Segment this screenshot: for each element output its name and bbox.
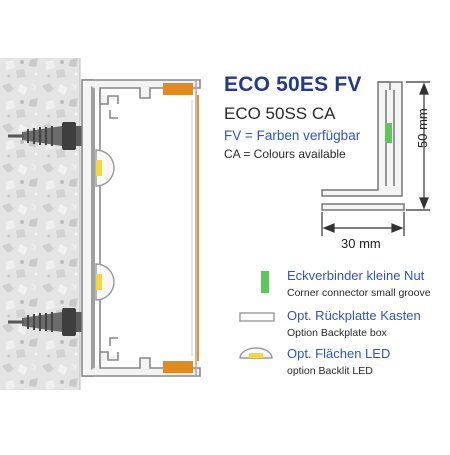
led-dome-icon — [239, 347, 273, 359]
legend-connector-subtitle: Corner connector small groove — [287, 287, 431, 299]
dimension-width-line — [321, 212, 405, 236]
corner-connector-mark — [385, 123, 392, 143]
width-dimension-label: 30 mm — [341, 236, 381, 251]
backplate-outline-icon — [239, 312, 275, 322]
led-dome-upper — [95, 149, 115, 187]
stone-wall — [0, 58, 81, 390]
insert-strip-top — [163, 83, 193, 95]
insert-strip-bottom — [163, 361, 193, 373]
profile-detail-drawing — [321, 81, 405, 211]
legend-connector-title: Eckverbinder kleine Nut — [287, 268, 425, 283]
fv-note: FV = Farben verfügbar — [224, 128, 361, 143]
legend-led-subtitle: option Backlit LED — [287, 365, 373, 377]
wall-anchor-screw-bottom — [8, 308, 84, 336]
dimension-height-line — [406, 81, 430, 211]
green-connector-icon — [261, 271, 269, 293]
legend-led-title: Opt. Flächen LED — [287, 346, 391, 361]
legend-backplate-subtitle: Option Backplate box — [287, 327, 387, 339]
product-title: ECO 50ES FV — [224, 73, 362, 96]
ca-note: CA = Colours available — [224, 147, 346, 161]
legend-backplate-title: Opt. Rückplatte Kasten — [287, 308, 421, 323]
product-subtitle: ECO 50SS CA — [224, 104, 336, 123]
profile-cross-section — [81, 79, 201, 377]
wall-anchor-screw-top — [8, 122, 84, 150]
height-dimension-label: 50 mm — [415, 108, 430, 148]
led-dome-lower — [95, 263, 115, 301]
